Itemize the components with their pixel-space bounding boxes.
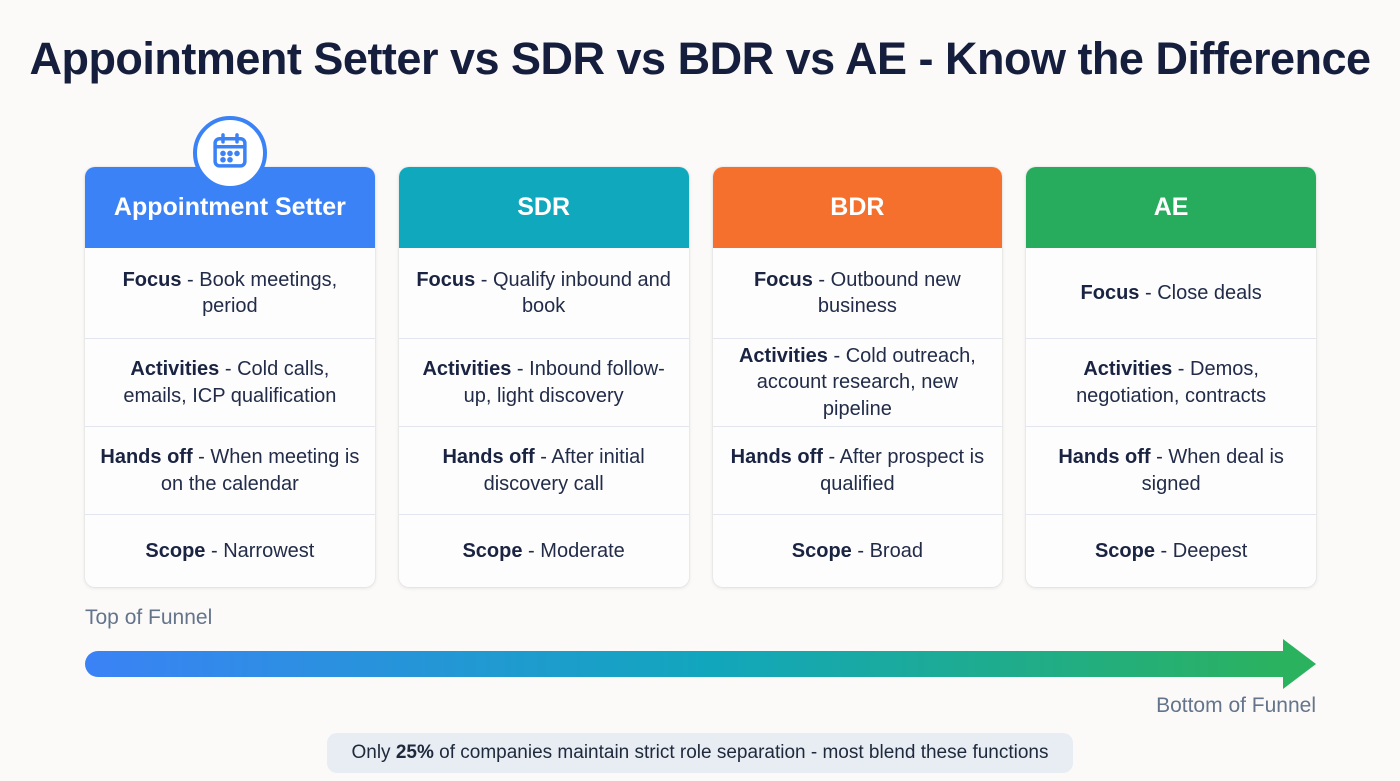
cell-label: Scope: [791, 539, 852, 562]
cell-text: When deal is signed: [1141, 446, 1284, 495]
funnel-top-label: Top of Funnel: [85, 606, 213, 629]
cell-dash: -: [475, 268, 493, 291]
footer-note: Only 25% of companies maintain strict ro…: [327, 733, 1073, 773]
cell-label: Focus: [122, 268, 182, 291]
cell-label: Focus: [416, 268, 476, 291]
cell-focus: Focus - Outbound new business: [713, 248, 1003, 338]
column-header-ae: AE: [1026, 167, 1316, 248]
cell-text: Demos, negotiation, contracts: [1076, 358, 1267, 407]
column-bdr: BDR Focus - Outbound new business Activi…: [712, 167, 1003, 587]
cell-dash: -: [181, 268, 200, 291]
cell-text: Inbound follow-up, light discovery: [463, 358, 665, 407]
cell-text: Cold outreach, account research, new pip…: [756, 344, 976, 420]
cell-hands-off: Hands off - After initial discovery call: [398, 426, 689, 514]
column-header-label: Appointment Setter: [113, 193, 346, 221]
cell-dash: -: [192, 446, 211, 469]
column-header-label: SDR: [517, 193, 571, 221]
cell-label: Scope: [145, 539, 206, 562]
cell-scope: Scope - Broad: [712, 514, 1003, 587]
cell-dash: -: [822, 446, 840, 469]
cell-label: Scope: [1094, 539, 1155, 562]
funnel-bottom-label: Bottom of Funnel: [1156, 694, 1316, 717]
cell-text: Moderate: [540, 539, 625, 562]
column-sdr: SDR Focus - Qualify inbound and book Act…: [398, 167, 689, 587]
cell-dash: -: [827, 344, 846, 367]
cell-scope: Scope - Narrowest: [85, 514, 375, 587]
cell-dash: -: [522, 539, 541, 562]
column-ae: AE Focus - Close deals Activities - Demo…: [1026, 167, 1316, 587]
cell-hands-off: Hands off - When meeting is on the calen…: [85, 426, 375, 514]
cell-label: Hands off: [442, 446, 535, 469]
cell-activities: Activities - Cold calls, emails, ICP qua…: [85, 338, 375, 426]
cell-dash: -: [205, 539, 224, 562]
cell-label: Activities: [422, 358, 512, 381]
footer-note-wrap: Only 25% of companies maintain strict ro…: [0, 733, 1400, 773]
cell-scope: Scope - Deepest: [1026, 514, 1316, 587]
cell-activities: Activities - Demos, negotiation, contrac…: [1026, 338, 1316, 426]
column-header-bdr: BDR: [712, 167, 1003, 248]
cell-text: After prospect is qualified: [820, 446, 985, 495]
cell-text: When meeting is on the calendar: [160, 446, 360, 495]
cell-activities: Activities - Cold outreach, account rese…: [712, 338, 1003, 426]
cell-focus: Focus - Qualify inbound and book: [399, 248, 689, 338]
cell-label: Activities: [1083, 358, 1173, 381]
cell-label: Scope: [462, 539, 523, 562]
cell-text: After initial discovery call: [483, 446, 645, 495]
cell-text: Qualify inbound and book: [493, 268, 671, 317]
cell-focus: Focus - Book meetings, period: [85, 248, 375, 338]
page-title: Appointment Setter vs SDR vs BDR vs AE -…: [29, 33, 1371, 84]
cell-dash: -: [534, 446, 552, 469]
funnel-arrowhead-icon: [1283, 639, 1316, 689]
comparison-grid: Appointment Setter Focus - Book meetings…: [85, 116, 1316, 587]
cell-text: Outbound new business: [817, 268, 961, 317]
cell-text: Narrowest: [223, 539, 315, 562]
funnel-arrow-bar: [85, 651, 1283, 677]
cell-text: Book meetings, period: [199, 268, 338, 317]
cell-dash: -: [511, 358, 530, 381]
cell-scope: Scope - Moderate: [398, 514, 689, 587]
column-appointment-setter: Appointment Setter Focus - Book meetings…: [85, 116, 375, 587]
cell-text: Deepest: [1172, 539, 1248, 562]
cell-label: Activities: [130, 358, 220, 381]
cell-dash: -: [219, 358, 238, 381]
cell-dash: -: [1150, 446, 1169, 469]
footer-note-prefix: Only: [351, 742, 396, 763]
footer-note-percent: 25%: [395, 742, 434, 763]
calendar-icon-badge: [192, 116, 267, 190]
column-header-label: BDR: [830, 193, 885, 221]
cell-label: Activities: [738, 344, 828, 367]
cell-focus: Focus - Close deals: [1026, 248, 1316, 338]
cell-label: Hands off: [730, 446, 823, 469]
column-header-sdr: SDR: [398, 167, 689, 248]
cell-dash: -: [1155, 539, 1173, 562]
cell-text: Broad: [869, 539, 923, 562]
cell-dash: -: [1139, 281, 1158, 304]
cell-dash: -: [1172, 358, 1191, 381]
cell-text: Cold calls, emails, ICP qualification: [123, 358, 337, 407]
cell-label: Focus: [1080, 281, 1140, 304]
cell-text: Close deals: [1157, 281, 1262, 304]
cell-dash: -: [812, 268, 831, 291]
funnel-section: Top of Funnel Bottom of Funnel: [85, 606, 1316, 718]
cell-hands-off: Hands off - When deal is signed: [1026, 426, 1316, 514]
cell-label: Focus: [753, 268, 813, 291]
cell-dash: -: [851, 539, 870, 562]
footer-note-suffix: of companies maintain strict role separa…: [433, 742, 1049, 763]
calendar-icon: [209, 130, 251, 177]
column-header-label: AE: [1153, 193, 1189, 221]
cell-label: Hands off: [100, 446, 193, 469]
cell-hands-off: Hands off - After prospect is qualified: [712, 426, 1003, 514]
cell-activities: Activities - Inbound follow-up, light di…: [398, 338, 689, 426]
cell-label: Hands off: [1058, 446, 1151, 469]
funnel-arrow: [85, 638, 1316, 690]
